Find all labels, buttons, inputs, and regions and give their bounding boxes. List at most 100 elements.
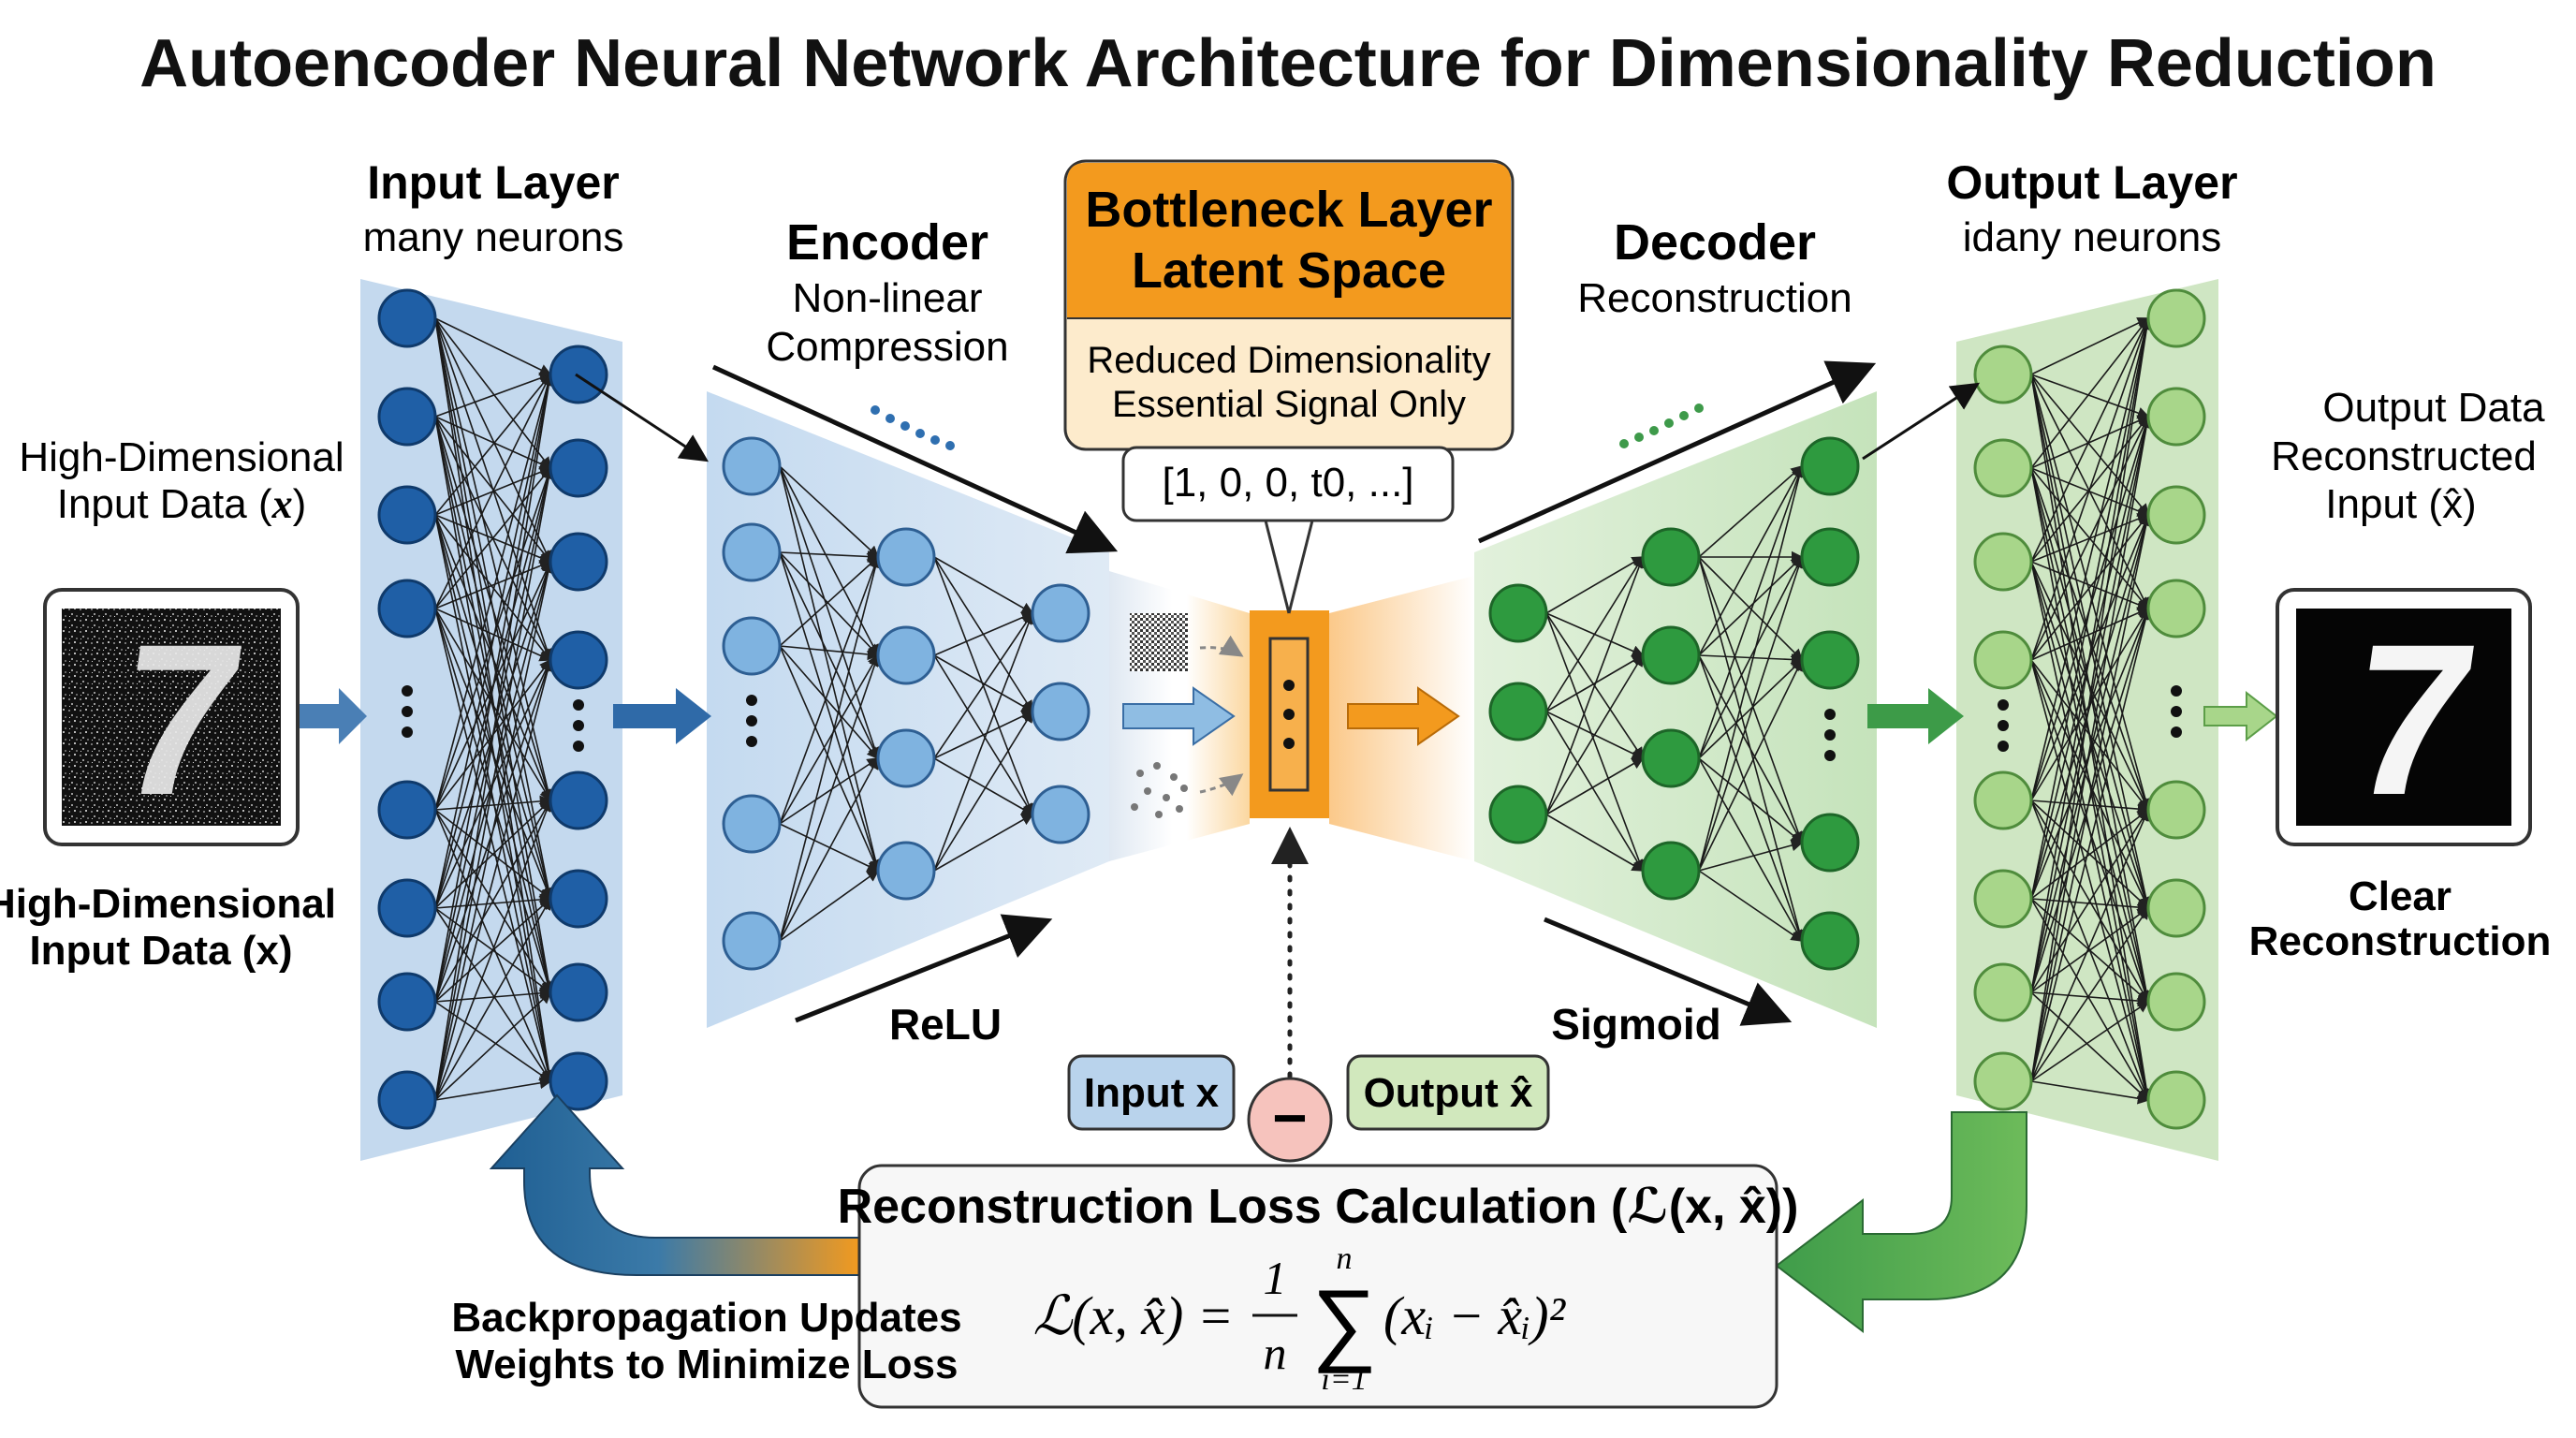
output-to-image-arrow bbox=[2203, 690, 2278, 742]
input-l1-neuron-6 bbox=[377, 878, 437, 938]
connection-edge bbox=[2030, 659, 2152, 1102]
output-chip-label: Output x̂ bbox=[1364, 1070, 1533, 1116]
scattered-points-icon bbox=[1131, 762, 1188, 818]
latent-vector: [1, 0, 0, t0, ...] bbox=[1162, 460, 1413, 506]
connection-edge bbox=[434, 799, 552, 1101]
dec-l3-neuron-2 bbox=[1800, 527, 1860, 587]
connection-edge bbox=[434, 990, 552, 1101]
network-connections bbox=[434, 316, 2153, 1105]
output-data-line1: Output Data bbox=[2322, 385, 2545, 431]
connection-edge bbox=[434, 317, 551, 564]
decoder-dot-marks bbox=[1619, 404, 1704, 448]
connection-edge bbox=[434, 373, 551, 609]
encoder-dot-marks bbox=[871, 405, 955, 450]
encoder-subtitle-line1: Non-linear bbox=[793, 275, 983, 321]
connection-edge bbox=[1698, 464, 1805, 759]
decoder-subtitle: Reconstruction bbox=[1577, 275, 1852, 321]
connection-edge bbox=[1698, 654, 1803, 844]
clean-digit-image bbox=[2296, 609, 2511, 826]
dec-l2-neuron-1 bbox=[1641, 527, 1701, 587]
connection-edge bbox=[434, 466, 555, 1101]
connection-edge bbox=[1698, 556, 1804, 662]
connection-edge bbox=[2030, 316, 2153, 993]
connection-edge bbox=[434, 416, 551, 564]
input-l2-neuron-6 bbox=[549, 869, 608, 929]
connection-edge bbox=[2030, 374, 2152, 910]
dec-l3-neuron-5 bbox=[1800, 911, 1860, 971]
input-data-bottom-line2: Input Data (x) bbox=[29, 928, 292, 974]
connection-edge bbox=[1698, 870, 1804, 942]
connection-edge bbox=[434, 373, 554, 909]
connection-edge bbox=[1545, 555, 1644, 712]
loss-feedback-arrow bbox=[1775, 1111, 2027, 1334]
diagram-title: Autoencoder Neural Network Architecture … bbox=[139, 26, 2437, 101]
output-data-line3: Input (x̂) bbox=[2325, 481, 2476, 527]
connection-edge bbox=[434, 907, 551, 1083]
latent-vector-box bbox=[1121, 446, 1455, 522]
input-l2-neuron-3 bbox=[549, 532, 608, 592]
connection-edge bbox=[1698, 555, 1804, 656]
connection-edge bbox=[2030, 316, 2153, 900]
input-layer-subtitle: many neurons bbox=[363, 214, 624, 260]
enc-l1-neuron-5 bbox=[722, 911, 782, 971]
input-l1-neuron-1 bbox=[377, 288, 437, 348]
connection-edge bbox=[1545, 556, 1645, 614]
connection-edge bbox=[1698, 658, 1803, 872]
connection-edge bbox=[1698, 757, 1804, 844]
input-chip-label: Input x bbox=[1084, 1070, 1220, 1116]
connection-edge bbox=[2030, 467, 2150, 517]
dec-l3-ellipsis-dot-2 bbox=[1824, 729, 1836, 741]
connection-edge bbox=[2030, 607, 2150, 661]
relu-label: ReLU bbox=[889, 1000, 1002, 1049]
connection-edge bbox=[2030, 316, 2149, 469]
out-l2-neuron-1 bbox=[2146, 288, 2206, 348]
connection-edge bbox=[2030, 991, 2150, 1102]
bottleneck-dot-1 bbox=[1283, 680, 1295, 691]
bottleneck-title-line1: Bottleneck Layer bbox=[1085, 182, 1492, 238]
decoder-to-output-arrow bbox=[1862, 382, 1981, 461]
encoder-to-bottleneck-arrow bbox=[1122, 686, 1236, 746]
out-l1-neuron-4 bbox=[1973, 630, 2033, 690]
connection-edge bbox=[1698, 464, 1806, 872]
bottleneck-title-line2: Latent Space bbox=[1132, 242, 1446, 299]
input-chip bbox=[1067, 1054, 1236, 1131]
input-data-bottom-line1: High-Dimensional bbox=[0, 881, 336, 927]
connection-edge bbox=[1545, 653, 1644, 815]
input-l2-ellipsis-dot-3 bbox=[573, 741, 584, 752]
latent-pointer-left bbox=[1264, 520, 1291, 614]
out-l2-neuron-4 bbox=[2146, 579, 2206, 638]
input-l1-neuron-3 bbox=[377, 485, 437, 545]
latent-pointer-right bbox=[1287, 520, 1314, 614]
noisy-digit-image bbox=[62, 609, 281, 826]
connection-edge bbox=[434, 897, 551, 1101]
loss-title: Reconstruction Loss Calculation (ℒ(x, x̂… bbox=[838, 1180, 1799, 1234]
connection-edge bbox=[779, 465, 881, 760]
out-l2-neuron-5 bbox=[2146, 780, 2206, 840]
connection-edge bbox=[2030, 1001, 2150, 1082]
out-l1-ellipsis-dot-3 bbox=[1998, 741, 2009, 752]
connection-edge bbox=[434, 416, 553, 802]
connection-edge bbox=[2030, 808, 2149, 993]
connection-edge bbox=[434, 987, 552, 1003]
connection-edge bbox=[2030, 467, 2152, 910]
connection-edge bbox=[434, 809, 552, 1083]
connection-edge bbox=[434, 416, 552, 470]
connection-edge bbox=[2030, 415, 2149, 661]
input-l2-neuron-4 bbox=[549, 630, 608, 690]
output-layer-subtitle: idany neurons bbox=[1963, 214, 2221, 260]
connection-edge bbox=[2030, 374, 2150, 517]
backprop-line2: Weights to Minimize Loss bbox=[455, 1342, 958, 1387]
input-l1-neuron-7 bbox=[377, 972, 437, 1032]
backprop-line1: Backpropagation Updates bbox=[451, 1295, 961, 1341]
connection-edge bbox=[2030, 513, 2150, 661]
output-chip bbox=[1346, 1054, 1550, 1131]
enc-l2-neuron-2 bbox=[876, 625, 936, 685]
dec-l2-neuron-2 bbox=[1641, 625, 1701, 685]
connection-edge bbox=[434, 373, 555, 1101]
subtract-node bbox=[1247, 1077, 1333, 1163]
connection-edge bbox=[1698, 464, 1803, 656]
bottleneck-desc-line2: Essential Signal Only bbox=[1112, 384, 1466, 425]
connection-edge bbox=[434, 373, 555, 1003]
dec-l3-ellipsis-dot-3 bbox=[1824, 750, 1836, 761]
connection-edge bbox=[779, 645, 880, 661]
